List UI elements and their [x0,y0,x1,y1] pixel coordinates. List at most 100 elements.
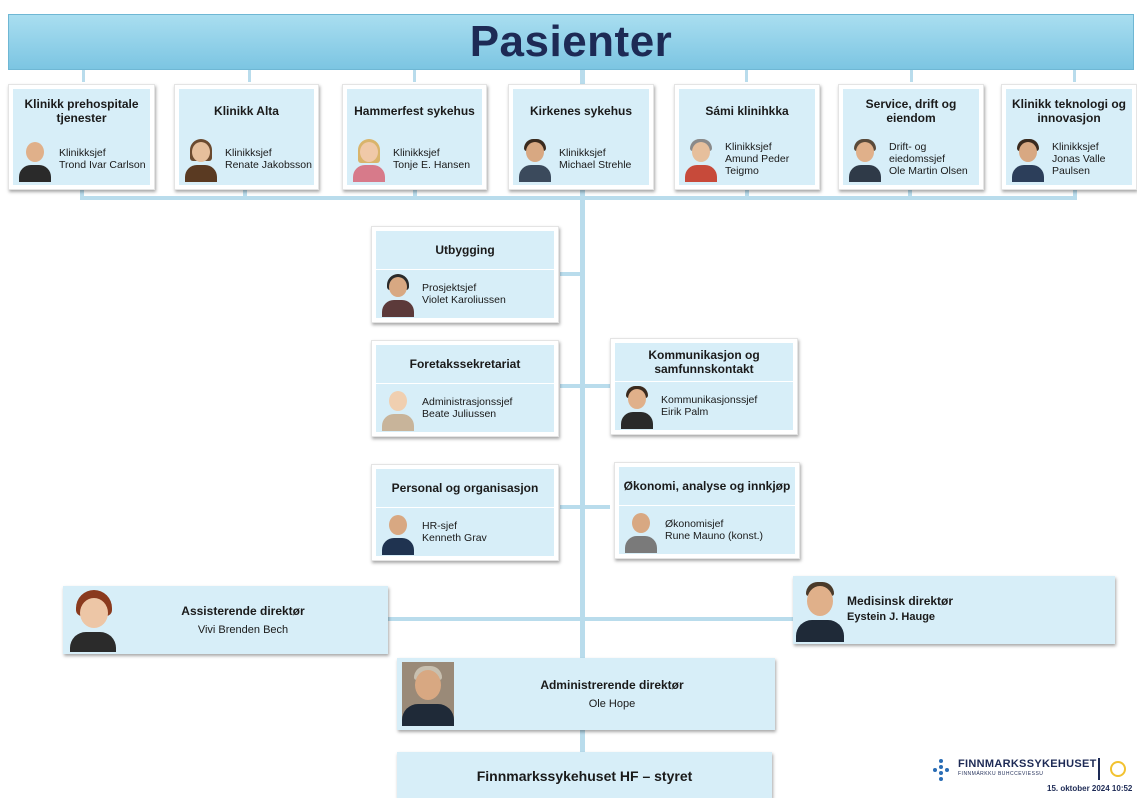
connector-line [413,70,416,82]
clinic-card-hammerfest: Hammerfest sykehus Klinikksjef Tonje E. … [342,84,487,190]
connector-line [248,70,251,82]
staff-card-personal: Personal og organisasjon HR-sjef Kenneth… [371,464,559,561]
person-name: Beate Juliussen [422,408,497,420]
person-role: Kommunikasjonssjef [661,394,758,406]
clinic-name: Klinikk prehospitale tjenester [13,89,150,133]
timestamp: 15. oktober 2024 10:52 [1047,784,1133,793]
staff-card-okonomi: Økonomi, analyse og innkjøp Økonomisjef … [614,462,800,559]
clinic-card-kirkenes: Kirkenes sykehus Klinikksjef Michael Str… [508,84,654,190]
clinic-card-sami: Sámi klinihkka Klinikksjef Amund Peder T… [674,84,820,190]
staff-card-kommunikasjon: Kommunikasjon og samfunnskontakt Kommuni… [610,338,798,435]
person-photo [683,136,719,182]
person-role: Klinikksjef [725,141,772,153]
clinic-name: Hammerfest sykehus [347,89,482,133]
connector-line [243,188,247,200]
person-name: Kenneth Grav [422,532,487,544]
clinic-card-alta: Klinikk Alta Klinikksjef Renate Jakobsso… [174,84,319,190]
connector-line [908,188,912,200]
finnmarkssykehuset-logo: FINNMARKSSYKEHUSET FINNMÁRKKU BUHCCEVIES… [930,756,1135,796]
director-name: Ole Hope [588,698,636,710]
person-photo [402,662,454,726]
clinic-card-prehospital: Klinikk prehospitale tjenester Klinikksj… [8,84,155,190]
unit-name: Personal og organisasjon [376,469,554,507]
board-card: Finnmarkssykehuset HF – styret [397,752,772,798]
connector-line [560,272,582,276]
person-name: Tonje E. Hansen [393,159,471,171]
clinic-name: Klinikk teknologi og innovasjon [1006,89,1132,133]
person-role: Klinikksjef [225,147,272,159]
unit-name: Utbygging [376,231,554,269]
person-role: Administrasjonssjef [422,396,513,408]
medisinsk-direktor-card: Medisinsk direktør Eystein J. Hauge [793,576,1115,644]
director-name: Eystein J. Hauge [847,611,936,623]
staff-card-foretakssekretariat: Foretakssekretariat Administrasjonssjef … [371,340,559,437]
clinic-card-service: Service, drift og eiendom Drift- og eied… [838,84,984,190]
person-role: Klinikksjef [1052,141,1099,153]
person-photo [619,383,655,429]
director-name: Vivi Brenden Bech [197,624,289,636]
logo-subtitle: FINNMÁRKKU BUHCCEVIESSU [958,771,1044,777]
person-name: Ole Martin Olsen [889,165,968,177]
person-name: Renate Jakobsson [225,159,312,171]
unit-name: Foretakssekretariat [376,345,554,383]
connector-line [580,70,585,755]
connector-line [1073,188,1077,200]
connector-line [80,196,1076,200]
person-photo [183,136,219,182]
connector-line [413,188,417,200]
assisterende-direktor-card: Assisterende direktør Vivi Brenden Bech [63,586,388,654]
person-name: Eirik Palm [661,406,709,418]
person-photo [380,271,416,317]
connector-line [80,188,84,200]
administrerende-direktor-card: Administrerende direktør Ole Hope [397,658,775,730]
connector-line [560,505,610,509]
person-photo [351,136,387,182]
staff-card-utbygging: Utbygging Prosjektsjef Violet Karoliusse… [371,226,559,323]
person-role: HR-sjef [422,520,458,532]
cross-dots-icon [930,759,952,781]
person-role: Økonomisjef [665,518,724,530]
connector-line [82,70,85,82]
logo-divider [1098,758,1100,780]
person-role: Drift- og eiedomssjef [889,141,946,165]
unit-name: Kommunikasjon og samfunnskontakt [615,343,793,381]
ring-icon [1110,761,1126,777]
clinic-card-teknologi: Klinikk teknologi og innovasjon Klinikks… [1001,84,1137,190]
person-name: Amund Peder Teigmo [725,153,790,177]
person-name: Trond Ivar Carlson [59,159,146,171]
patients-banner: Pasienter [8,14,1134,70]
clinic-name: Klinikk Alta [179,89,314,133]
connector-line [1073,70,1076,82]
clinic-name: Kirkenes sykehus [513,89,649,133]
person-name: Rune Mauno (konst.) [665,530,764,542]
director-title: Assisterende direktør [181,604,305,618]
director-title: Medisinsk direktør [847,594,954,608]
clinic-name: Sámi klinihkka [679,89,815,133]
person-photo [517,136,553,182]
banner-title: Pasienter [469,17,673,66]
logo-name: FINNMARKSSYKEHUSET [958,758,1097,770]
clinic-name: Service, drift og eiendom [843,89,979,133]
person-photo [380,509,416,555]
director-title: Administrerende direktør [540,678,684,692]
connector-line [560,384,610,388]
person-photo [623,507,659,553]
connector-line [910,70,913,82]
person-role: Klinikksjef [59,147,106,159]
board-title: Finnmarkssykehuset HF – styret [476,768,693,784]
connector-line [745,188,749,200]
person-role: Klinikksjef [559,147,606,159]
person-photo [1010,136,1046,182]
person-photo [847,136,883,182]
person-photo [380,385,416,431]
person-photo [68,588,118,652]
person-photo [17,136,53,182]
person-name: Jonas Valle Paulsen [1052,153,1106,177]
person-name: Violet Karoliussen [422,294,506,306]
connector-line [388,617,796,621]
person-role: Prosjektsjef [422,282,477,294]
unit-name: Økonomi, analyse og innkjøp [619,467,795,505]
person-name: Michael Strehle [559,159,632,171]
connector-line [745,70,748,82]
person-photo [796,578,844,642]
